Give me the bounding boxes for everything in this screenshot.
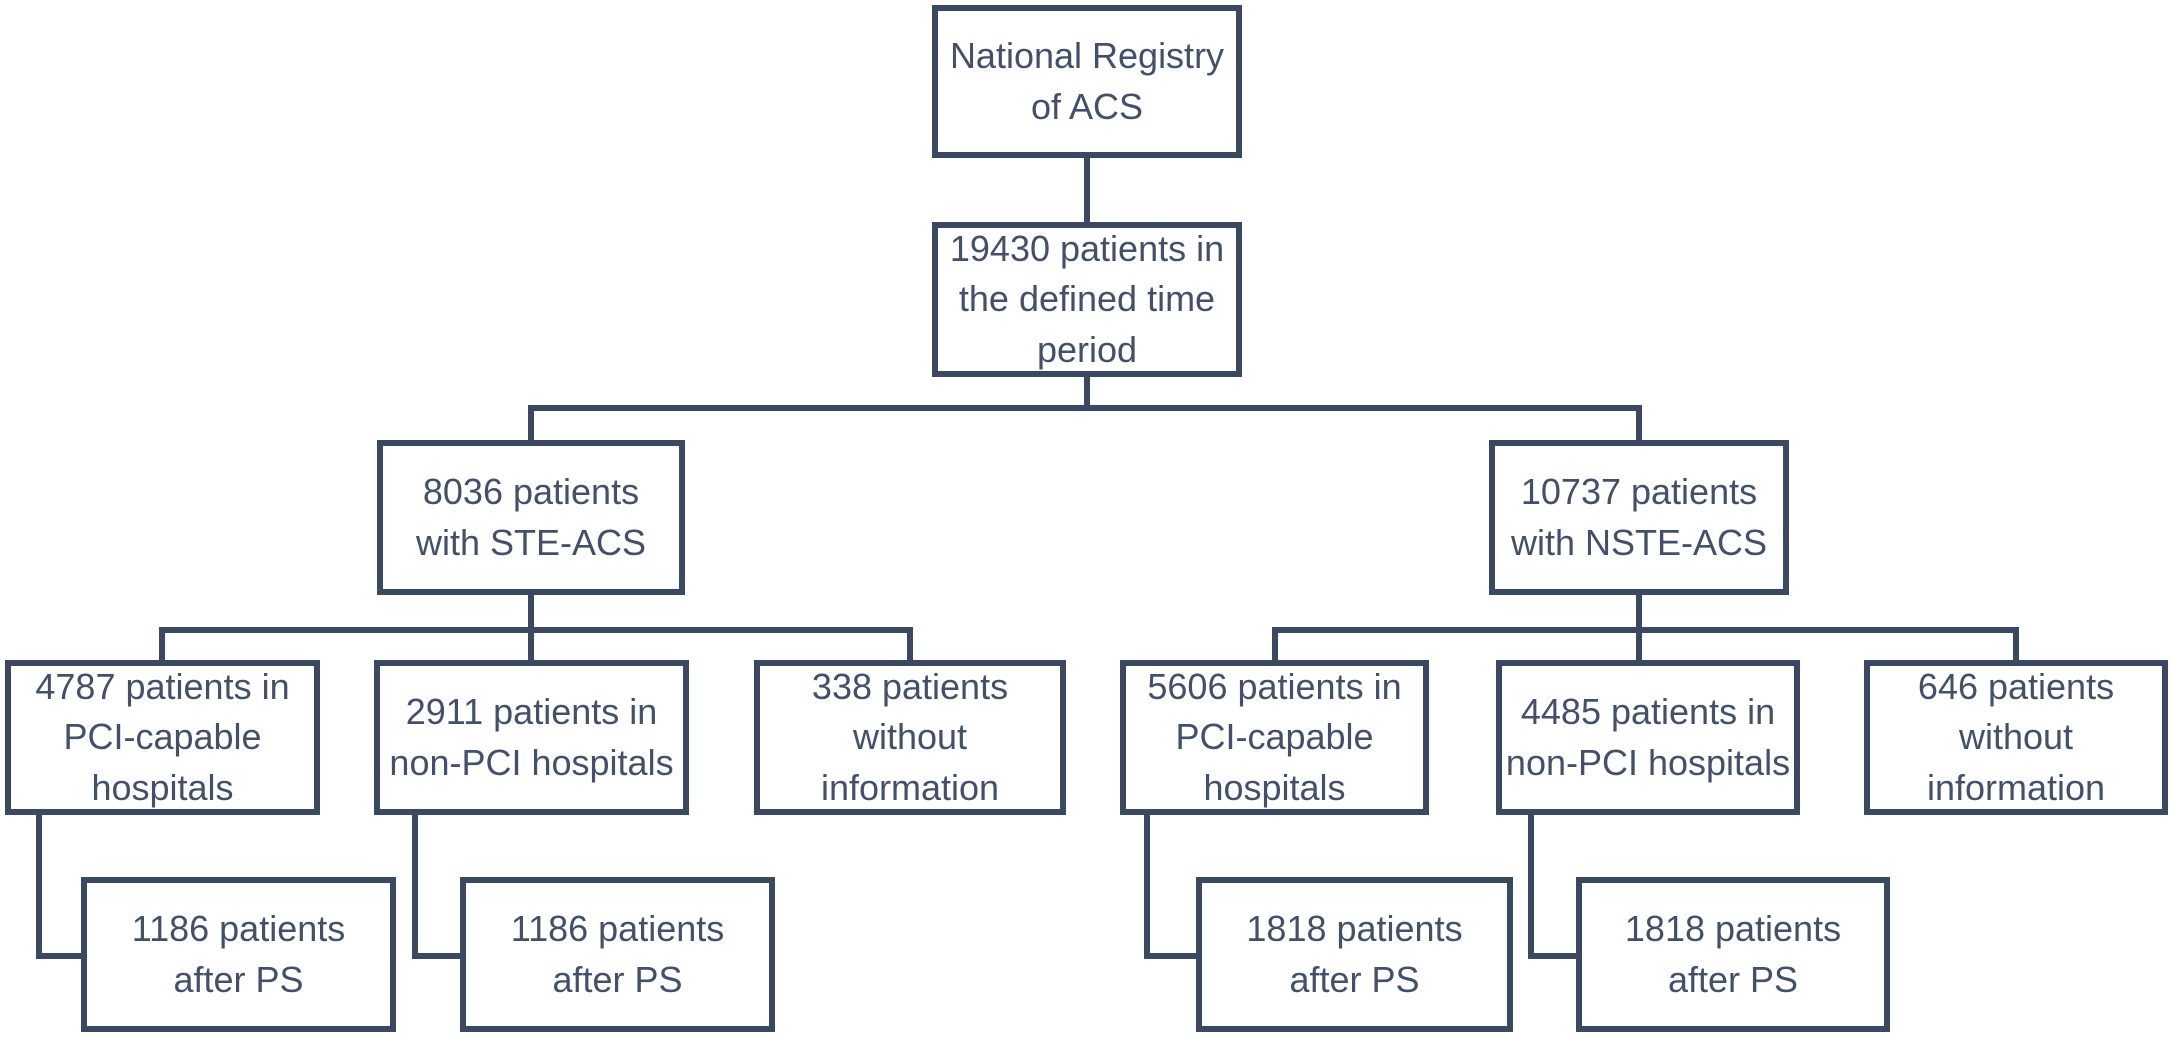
connector-ste-non-pci-ps-vertical <box>412 815 418 959</box>
connector-drop-nste-pci <box>1272 627 1278 660</box>
node-ste-pci-hospitals: 4787 patients in PCI-capable hospitals <box>5 660 320 815</box>
node-nste-non-pci-after-ps: 1818 patients after PS <box>1576 877 1890 1032</box>
connector-drop-ste-pci <box>159 627 165 660</box>
connector-nste-pci-ps-vertical <box>1144 815 1150 959</box>
node-nste-pci-hospitals: 5606 patients in PCI-capable hospitals <box>1120 660 1429 815</box>
node-ste-pci-after-ps: 1186 patients after PS <box>81 877 396 1032</box>
node-ste-non-pci-hospitals: 2911 patients in non-PCI hospitals <box>374 660 689 815</box>
connector-branch-nste <box>1272 627 2019 633</box>
node-ste-acs: 8036 patients with STE-ACS <box>377 440 685 595</box>
connector-registry-period <box>1084 158 1090 222</box>
node-ste-no-information: 338 patients without information <box>754 660 1066 815</box>
node-nste-acs: 10737 patients with NSTE-ACS <box>1489 440 1789 595</box>
node-nste-non-pci-hospitals: 4485 patients in non-PCI hospitals <box>1496 660 1800 815</box>
connector-branch-level2 <box>528 405 1642 411</box>
node-nste-no-information: 646 patients without information <box>1864 660 2168 815</box>
connector-ste-pci-ps-vertical <box>36 815 42 959</box>
connector-drop-nste-no-info <box>2013 627 2019 660</box>
connector-branch-ste <box>159 627 913 633</box>
node-nste-pci-after-ps: 1818 patients after PS <box>1196 877 1513 1032</box>
node-national-registry: National Registry of ACS <box>932 5 1242 158</box>
connector-nste-pci-ps-horizontal <box>1144 953 1196 959</box>
node-defined-period: 19430 patients in the defined time perio… <box>932 222 1242 377</box>
connector-drop-ste-no-info <box>907 627 913 660</box>
connector-period-stub <box>1084 377 1090 411</box>
connector-drop-nste <box>1636 405 1642 440</box>
connector-ste-pci-ps-horizontal <box>36 953 81 959</box>
connector-nste-non-pci-ps-vertical <box>1528 815 1534 959</box>
connector-ste-non-pci-ps-horizontal <box>412 953 460 959</box>
node-ste-non-pci-after-ps: 1186 patients after PS <box>460 877 775 1032</box>
connector-nste-non-pci-ps-horizontal <box>1528 953 1576 959</box>
connector-drop-ste <box>528 405 534 440</box>
